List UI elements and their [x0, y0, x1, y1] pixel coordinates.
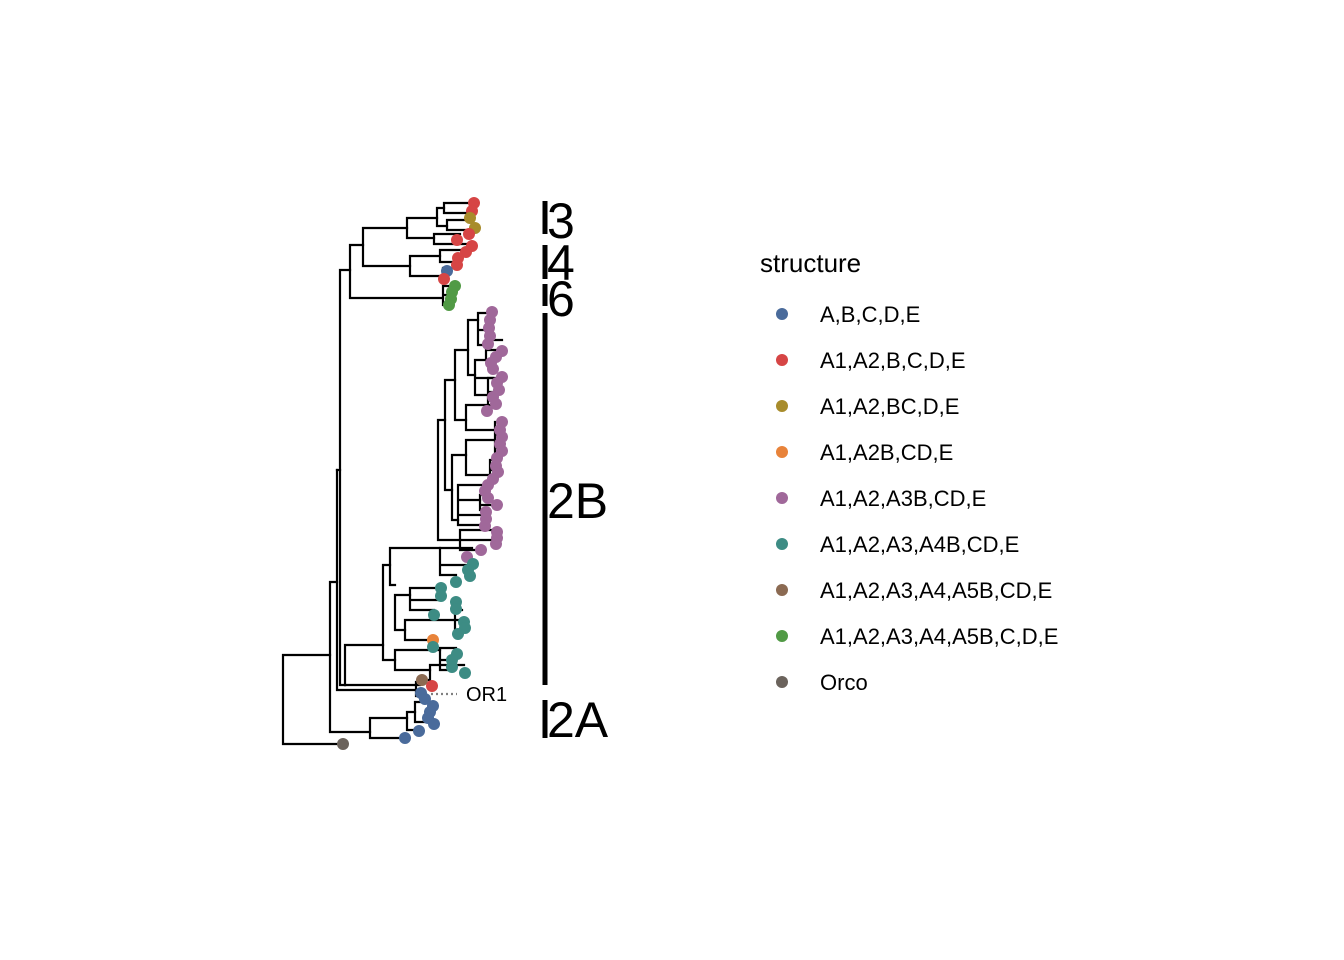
clade-label-3: 3: [547, 193, 575, 249]
legend-key: [776, 538, 788, 550]
tip-point: [451, 234, 463, 246]
tip-point: [413, 725, 425, 737]
legend-items: A,B,C,D,E A1,A2,B,C,D,E A1,A2,BC,D,E A1,A2B…: [776, 302, 1058, 695]
tip-point: [446, 661, 458, 673]
tree-branches: [281, 201, 504, 746]
legend-key: [776, 308, 788, 320]
legend-label: A1,A2,BC,D,E: [820, 394, 959, 419]
tip-point: [490, 538, 502, 550]
legend-label: A1,A2,A3B,CD,E: [820, 486, 986, 511]
tip-point: [428, 609, 440, 621]
tip-point: [475, 544, 487, 556]
legend-label: A1,A2,A3,A4,A5B,C,D,E: [820, 624, 1058, 649]
tip-point: [479, 520, 491, 532]
tip-point: [438, 273, 450, 285]
legend-key: [776, 584, 788, 596]
legend-title: structure: [760, 248, 861, 278]
tip-point: [452, 628, 464, 640]
legend-label: Orco: [820, 670, 868, 695]
legend-label: A1,A2,A3,A4,A5B,CD,E: [820, 578, 1052, 603]
tip-point: [435, 590, 447, 602]
tip-point: [459, 667, 471, 679]
legend-key: [776, 446, 788, 458]
clade-label-4: 4: [547, 235, 575, 291]
tip-point: [443, 299, 455, 311]
clade-label-6: 6: [547, 271, 575, 327]
clade-label-2a: 2A: [547, 692, 609, 748]
clade-label-2b: 2B: [547, 473, 608, 529]
tree-tips: [337, 197, 508, 750]
tip-point: [482, 338, 494, 350]
legend-label: A1,A2,A3,A4B,CD,E: [820, 532, 1019, 557]
tip-point: [419, 693, 431, 705]
tip-point: [450, 603, 462, 615]
tip-point: [450, 576, 462, 588]
tip-point: [451, 259, 463, 271]
legend-key: [776, 354, 788, 366]
legend-label: A1,A2,B,C,D,E: [820, 348, 966, 373]
tip-point: [416, 674, 428, 686]
tip-point: [428, 718, 440, 730]
tip-point: [427, 641, 439, 653]
legend: structure A,B,C,D,E A1,A2,B,C,D,E A1,A2,BC…: [760, 248, 1058, 695]
tip-point: [426, 680, 438, 692]
legend-key: [776, 630, 788, 642]
tip-point: [491, 499, 503, 511]
tip-point: [464, 570, 476, 582]
tip-point: [337, 738, 349, 750]
tip-point: [399, 732, 411, 744]
legend-label: A1,A2B,CD,E: [820, 440, 953, 465]
legend-key: [776, 492, 788, 504]
tip-point: [463, 228, 475, 240]
tip-point: [482, 492, 494, 504]
tip-point: [487, 363, 499, 375]
tip-point: [464, 212, 476, 224]
tip-point: [490, 398, 502, 410]
legend-key: [776, 400, 788, 412]
legend-key: [776, 676, 788, 688]
tip-point: [481, 405, 493, 417]
tip-annotation-or1: OR1: [466, 684, 507, 706]
legend-label: A,B,C,D,E: [820, 302, 920, 327]
